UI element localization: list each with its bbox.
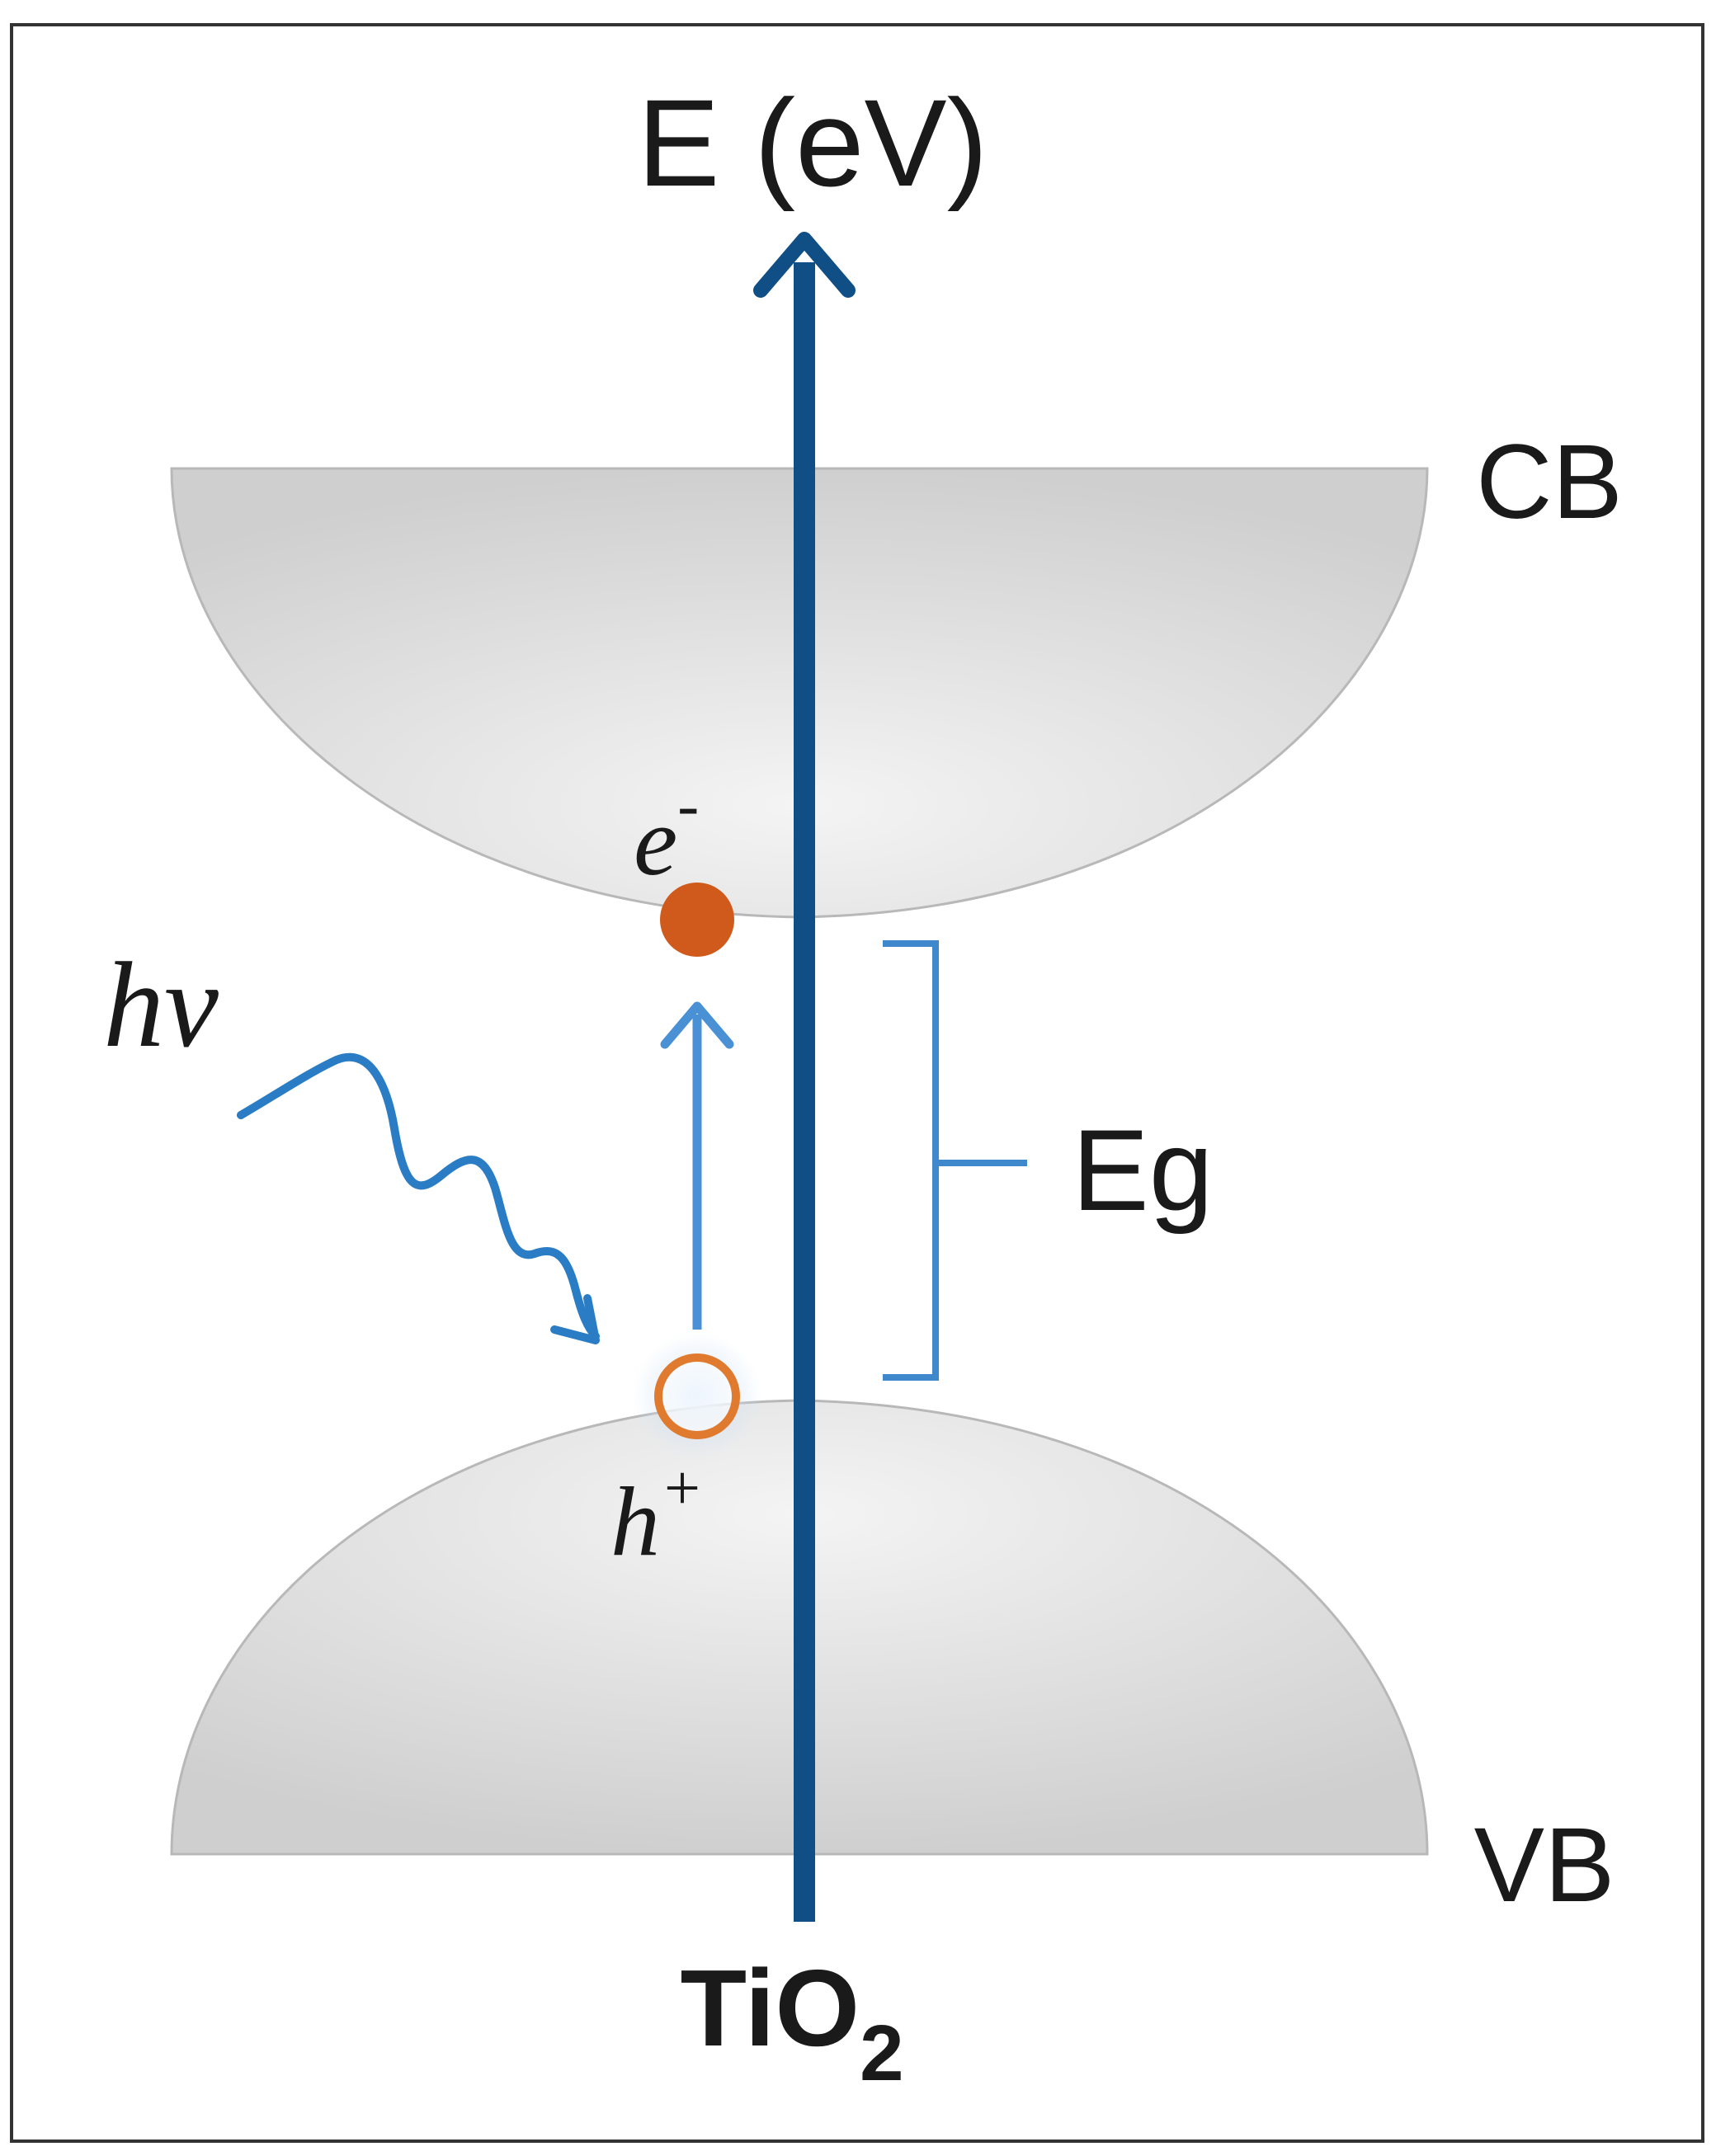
frame-border [10,23,1704,2143]
hole-label: h+ [610,1452,704,1576]
electron-charge: - [677,769,699,840]
material-main: TiO [681,1947,860,2069]
band-gap-bracket [883,940,1027,1381]
conduction-band-label: CB [1476,423,1623,541]
electron-dot [660,883,734,957]
hole-symbol: h [610,1466,660,1576]
material-subscript: 2 [860,2009,903,2097]
photon-wave [237,1052,600,1340]
material-label: TiO2 [681,1947,904,2097]
hole-charge: + [660,1452,704,1523]
hole-circle [654,1353,740,1439]
excitation-arrow-head [660,1001,734,1049]
energy-axis-label: E (eV) [637,73,988,212]
photon-wave-arrowhead [550,1294,600,1344]
photon-label: hv [103,938,219,1073]
valence-band-label: VB [1474,1806,1615,1924]
electron-label: e- [634,769,699,896]
electron-symbol: e [634,786,677,896]
band-gap-label: Eg [1072,1105,1213,1235]
energy-axis-arrowhead [753,232,856,298]
